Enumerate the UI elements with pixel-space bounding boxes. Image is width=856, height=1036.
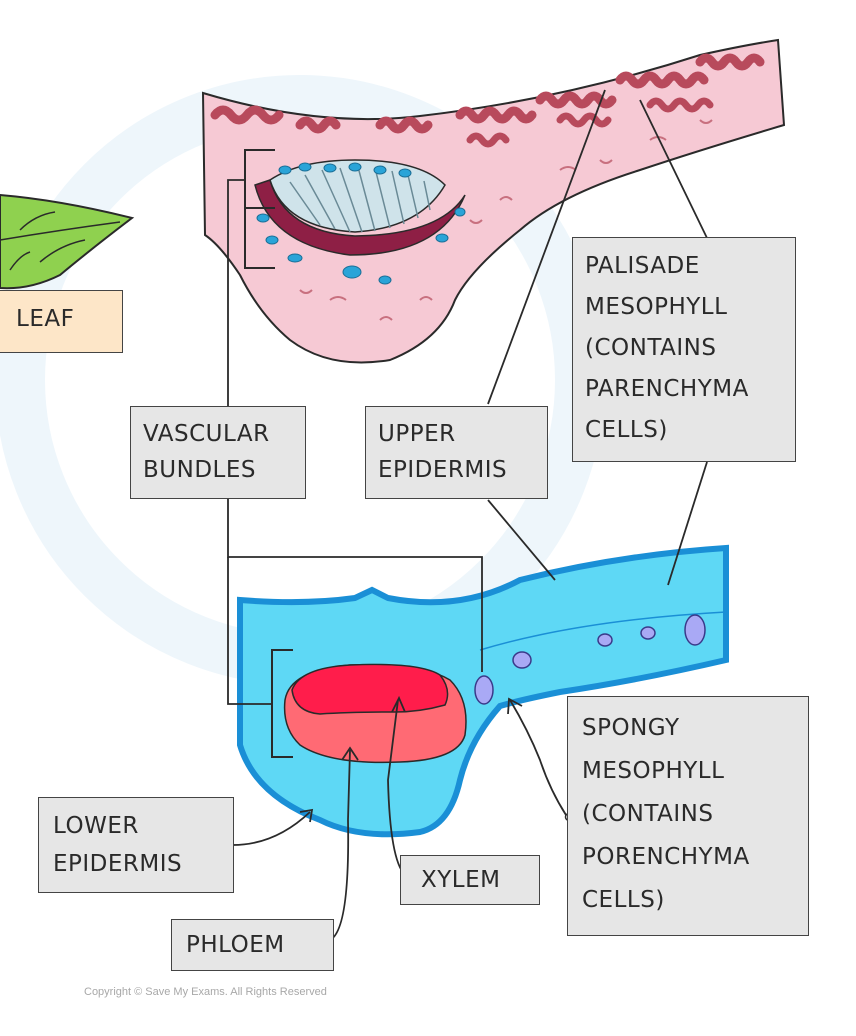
xylem-label-text: XYLEM xyxy=(421,867,501,893)
upper-epidermis-line-1: UPPER xyxy=(378,421,456,447)
palisade-mesophyll-label: PALISADE MESOPHYLL (CONTAINS PARENCHYMA … xyxy=(572,237,796,462)
copyright-notice: Copyright © Save My Exams. All Rights Re… xyxy=(84,986,327,998)
spongy-line-4: PORENCHYMA xyxy=(582,844,750,870)
lower-epidermis-line-1: LOWER xyxy=(53,813,139,839)
phloem-label: PHLOEM xyxy=(171,919,334,971)
upper-epidermis-label: UPPER EPIDERMIS xyxy=(365,406,548,499)
vascular-bundles-line-2: BUNDLES xyxy=(143,457,256,483)
palisade-line-5: CELLS) xyxy=(585,417,668,443)
arrowheads xyxy=(299,695,523,823)
palisade-line-1: PALISADE xyxy=(585,253,700,279)
leaf-label-text: LEAF xyxy=(16,306,75,332)
vascular-bundles-label: VASCULAR BUNDLES xyxy=(130,406,306,499)
cross-section-illustration xyxy=(237,544,729,838)
spongy-line-2: MESOPHYLL xyxy=(582,758,725,784)
xylem-label: XYLEM xyxy=(400,855,540,905)
palisade-line-4: PARENCHYMA xyxy=(585,376,749,402)
spongy-line-5: CELLS) xyxy=(582,887,665,913)
spongy-mesophyll-label: SPONGY MESOPHYLL (CONTAINS PORENCHYMA CE… xyxy=(567,696,809,936)
spongy-line-1: SPONGY xyxy=(582,715,680,741)
lower-epidermis-label: LOWER EPIDERMIS xyxy=(38,797,234,893)
palisade-line-3: (CONTAINS xyxy=(585,335,717,361)
leaf-label: LEAF xyxy=(0,290,123,353)
spongy-line-3: (CONTAINS xyxy=(582,801,714,827)
leaf-illustration xyxy=(0,193,135,290)
upper-epidermis-line-2: EPIDERMIS xyxy=(378,457,508,483)
phloem-label-text: PHLOEM xyxy=(186,932,285,958)
leaf-section-illustration xyxy=(201,38,786,364)
vascular-bundles-line-1: VASCULAR xyxy=(143,421,270,447)
palisade-line-2: MESOPHYLL xyxy=(585,294,728,320)
lower-epidermis-line-2: EPIDERMIS xyxy=(53,851,183,877)
